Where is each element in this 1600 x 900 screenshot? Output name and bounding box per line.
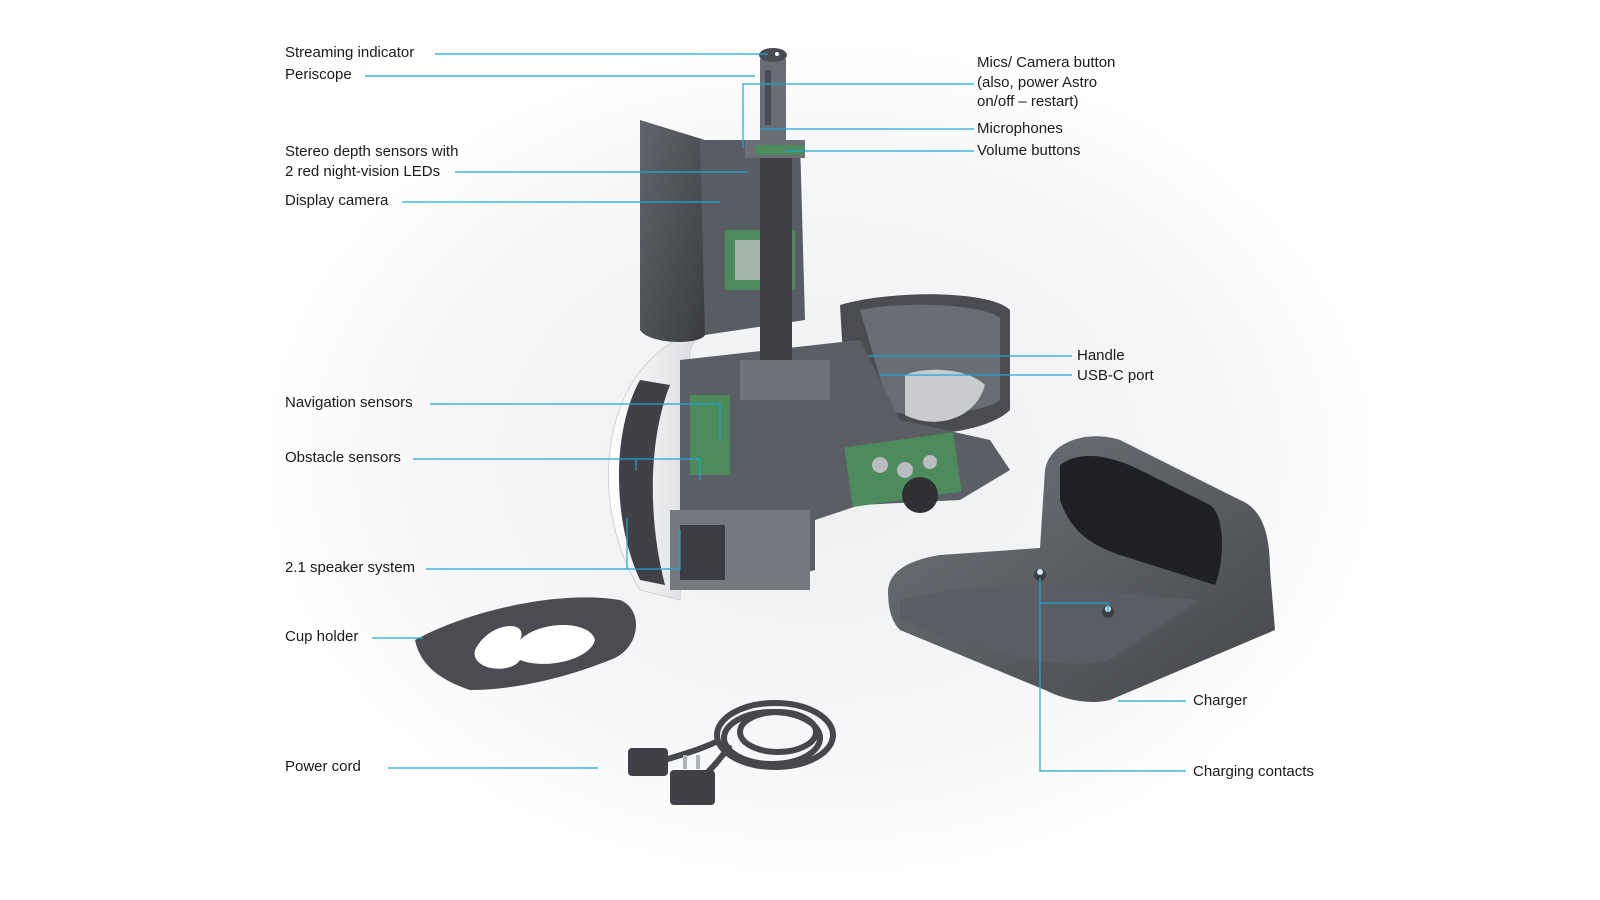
label-mics-camera-button-line3: on/off – restart) xyxy=(977,93,1079,110)
label-periscope: Periscope xyxy=(285,66,352,83)
callout-obstacle-sensors xyxy=(413,458,701,480)
power-cord-shape xyxy=(664,700,836,783)
charger-shape xyxy=(888,436,1275,702)
label-power-cord: Power cord xyxy=(285,758,361,775)
callout-mics-camera-button xyxy=(742,83,974,148)
callout-speaker-system xyxy=(426,530,681,570)
wall-plug xyxy=(670,770,715,805)
label-streaming-indicator: Streaming indicator xyxy=(285,44,415,61)
label-display-camera: Display camera xyxy=(285,192,389,209)
label-stereo-depth-line2: 2 red night-vision LEDs xyxy=(285,163,441,180)
label-navigation-sensors: Navigation sensors xyxy=(285,394,413,411)
label-charger: Charger xyxy=(1193,692,1248,709)
label-mics-camera-button-line2: (also, power Astro xyxy=(977,74,1098,91)
label-usb-c-port: USB-C port xyxy=(1077,367,1154,384)
wheel xyxy=(902,477,938,513)
label-volume-buttons: Volume buttons xyxy=(977,142,1081,159)
label-speaker-system: 2.1 speaker system xyxy=(285,559,416,576)
callout-navigation-sensors xyxy=(430,403,721,440)
callout-charging-contacts xyxy=(1039,578,1186,772)
mast xyxy=(760,150,792,360)
label-charging-contacts: Charging contacts xyxy=(1193,763,1314,780)
callout-lines xyxy=(365,53,1186,772)
cup-holder-shape xyxy=(415,597,637,690)
label-mics-camera-button-line1: Mics/ Camera button xyxy=(977,54,1116,71)
label-handle: Handle xyxy=(1077,347,1125,364)
display-screen xyxy=(640,120,705,342)
label-microphones: Microphones xyxy=(977,120,1063,137)
display-assembly xyxy=(640,48,805,360)
periscope xyxy=(760,55,786,145)
label-stereo-depth-line1: Stereo depth sensors with xyxy=(285,143,459,160)
iec-connector xyxy=(628,748,668,776)
label-obstacle-sensors: Obstacle sensors xyxy=(285,449,401,466)
robot-body xyxy=(607,294,1010,601)
label-cup-holder: Cup holder xyxy=(285,628,359,645)
